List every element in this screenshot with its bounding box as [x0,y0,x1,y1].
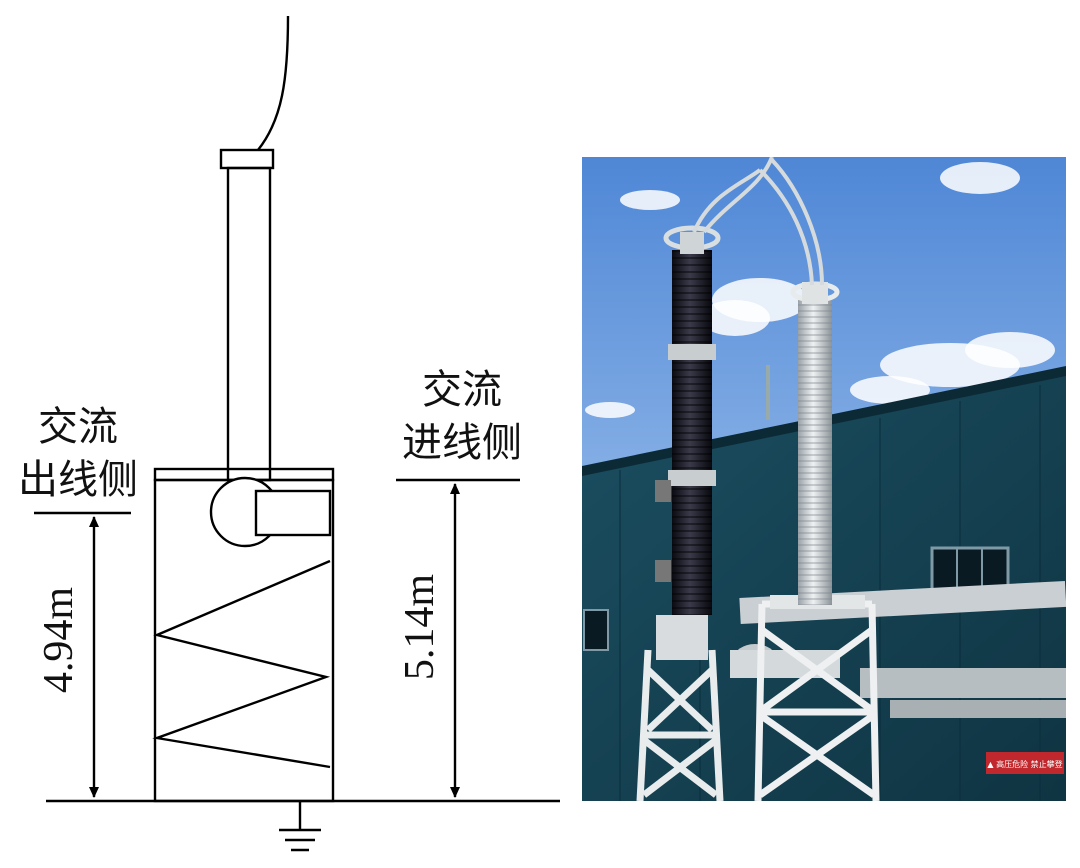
support-tower-left [636,649,724,801]
warning-sign-text: ▲ 高压危险 禁止攀登 [987,759,1062,769]
bushing-photo: ▲ 高压危险 禁止攀登 [582,157,1066,801]
bushing-cap [219,148,275,170]
white-bushing [790,281,840,605]
right-label-line2: 进线侧 [402,420,522,466]
left-label-line2: 出线侧 [18,457,138,503]
schematic [34,15,560,852]
winding-zigzag [152,559,331,769]
left-label-line1: 交流 [38,404,118,450]
lead-wire [257,15,290,151]
bushing-column [226,166,272,482]
overhead-conductors [692,157,824,286]
black-bushing [655,225,721,615]
left-height-value: 4.94m [36,587,82,694]
right-label-line1: 交流 [422,367,502,413]
turret-box [254,489,332,537]
earth-symbol [279,801,321,852]
warning-sign: ▲ 高压危险 禁止攀登 [986,752,1064,774]
right-height-value: 5.14m [397,574,443,681]
